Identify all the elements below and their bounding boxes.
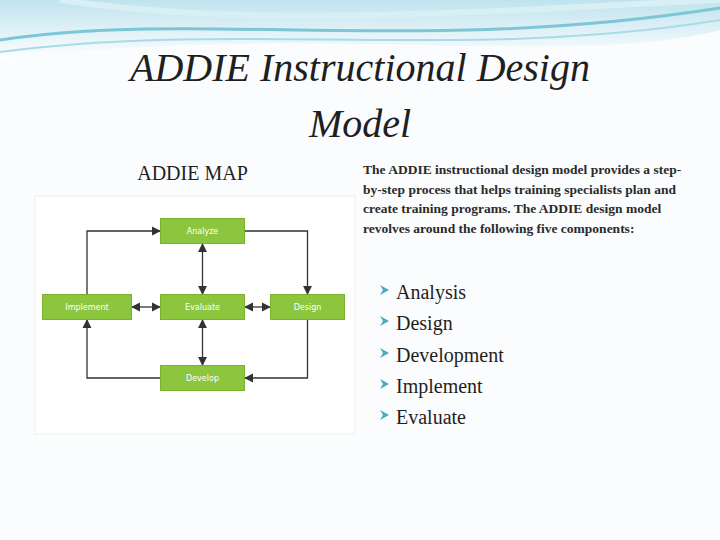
bullet-item: Implement (396, 374, 483, 398)
box-label: Design (294, 303, 322, 312)
box-label: Analyze (187, 227, 219, 236)
description-text: The ADDIE instructional design model pro… (363, 160, 685, 238)
flow-arrow (132, 306, 160, 307)
box-label: Implement (65, 303, 108, 312)
bullet-item: Design (396, 311, 453, 335)
flow-arrow (245, 306, 270, 307)
box-label: Evaluate (185, 303, 220, 312)
process-box: Design (270, 294, 345, 320)
flow-arrow (245, 320, 308, 378)
bullet-item: Analysis (396, 280, 466, 304)
flow-arrow (202, 320, 203, 365)
slide-title: ADDIE Instructional Design Model (95, 40, 625, 152)
panel-label: ADDIE MAP (110, 162, 275, 185)
flow-arrow (202, 244, 203, 294)
process-box: Implement (42, 294, 132, 320)
bullet-item: Evaluate (396, 405, 466, 429)
process-box: Evaluate (160, 294, 245, 320)
flow-arrow (87, 320, 160, 378)
bullet-item: Development (396, 343, 504, 367)
process-box: Develop (160, 365, 245, 391)
box-label: Develop (186, 374, 219, 383)
flow-arrow (245, 231, 308, 294)
process-box: Analyze (160, 218, 245, 244)
flow-arrow (87, 231, 160, 294)
